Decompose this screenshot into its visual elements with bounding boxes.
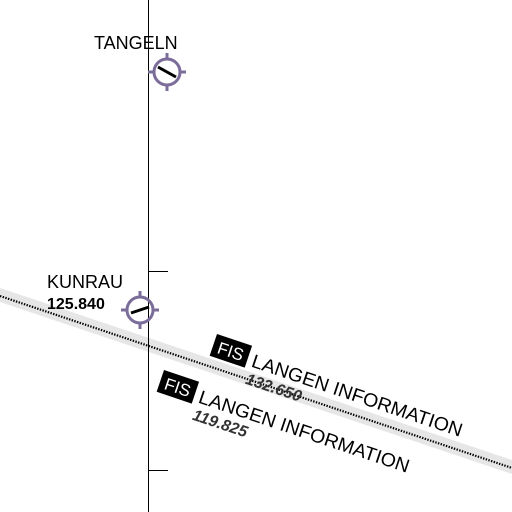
airfield-name: TANGELN — [94, 33, 178, 53]
airfield-icon — [148, 53, 186, 91]
fis-boundary — [0, 288, 512, 474]
airfield-icon — [121, 291, 159, 329]
airfield-tangeln[interactable]: TANGELN — [94, 33, 186, 91]
fis-badge — [209, 334, 253, 368]
airfield-frequency: 125.840 — [47, 296, 105, 313]
fis-badge — [156, 370, 200, 404]
fis-boundary-line — [0, 294, 512, 470]
airfield-kunrau[interactable]: KUNRAU 125.840 — [47, 272, 159, 329]
airfield-name: KUNRAU — [47, 272, 123, 292]
meridian — [148, 0, 168, 512]
